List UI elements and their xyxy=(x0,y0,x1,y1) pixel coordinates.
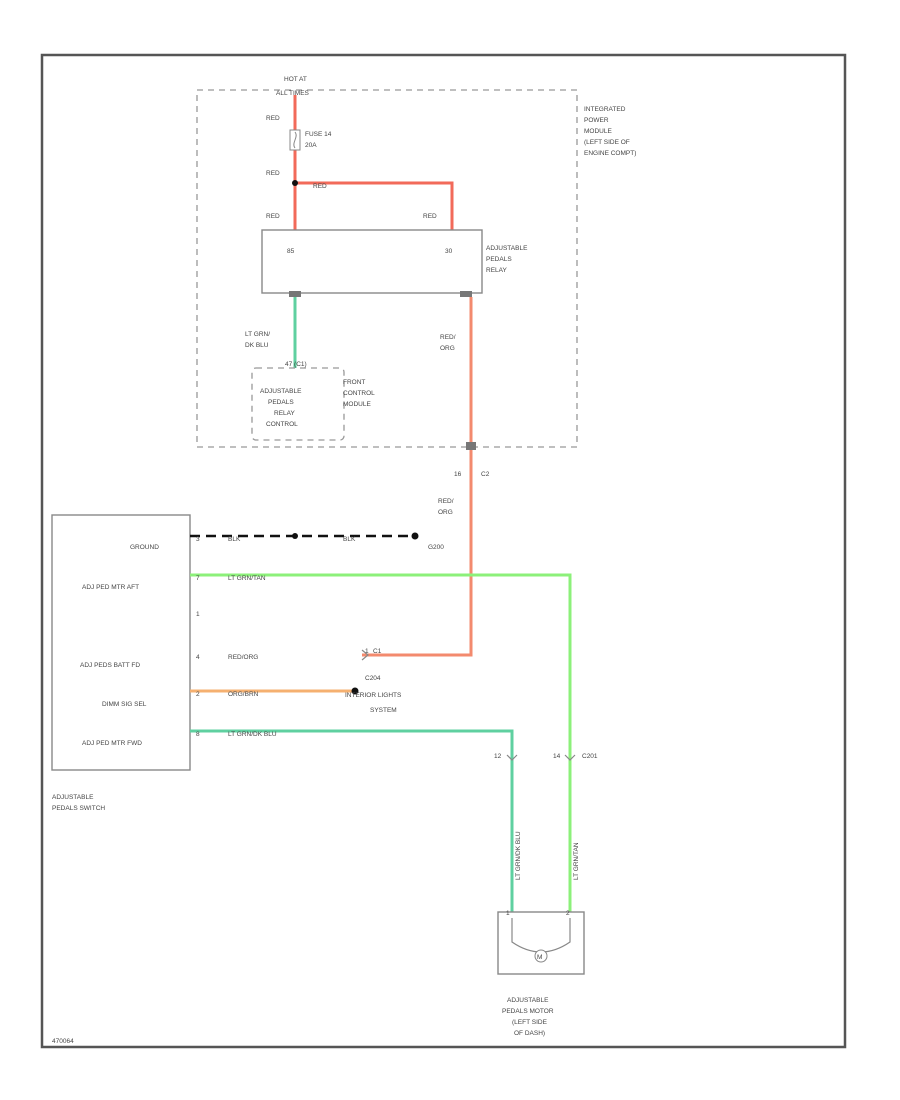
switch-label-2: PEDALS SWITCH xyxy=(52,805,105,812)
motor-pin-1: 1 xyxy=(506,910,510,917)
hot-at-label-2: ALL TIMES xyxy=(276,90,310,97)
wire-ltgrn-label-1: LT GRN/ xyxy=(245,331,270,338)
switch-c204: C204 xyxy=(365,675,381,682)
fcm-label-2: CONTROL xyxy=(343,390,375,397)
ipm-label-5: ENGINE COMPT) xyxy=(584,150,636,157)
c1-marker xyxy=(361,649,369,661)
splice-dot-ipm xyxy=(292,180,298,186)
ipm-label-3: MODULE xyxy=(584,128,612,135)
interior-lights-1: INTERIOR LIGHTS xyxy=(345,692,402,699)
motor-wire-left-label: LT GRN/DK BLU xyxy=(515,831,522,880)
wire-redorg-label-2: ORG xyxy=(440,345,455,352)
switch-row-ground-pin: 3 xyxy=(196,536,200,543)
ipm-label-4: (LEFT SIDE OF xyxy=(584,139,630,146)
relay-box xyxy=(261,229,483,294)
switch-row-dimm-name: DIMM SIG SEL xyxy=(102,701,147,708)
wire-label-red-3: RED xyxy=(313,183,327,190)
wire-ltgrn-label-2: DK BLU xyxy=(245,342,269,349)
motor-wire-right-label: LT GRN/TAN xyxy=(573,842,580,880)
switch-row-fwd-pin: 8 xyxy=(196,731,200,738)
fcm-label-3: MODULE xyxy=(343,401,371,408)
fuse-symbol xyxy=(289,129,301,151)
fcm-inner-1: ADJUSTABLE xyxy=(260,388,302,395)
motor-label-1: ADJUSTABLE xyxy=(507,997,549,1004)
switch-row-dimm-wire: ORG/BRN xyxy=(228,691,259,698)
switch-row-ground-name: GROUND xyxy=(130,544,159,551)
c201-marker xyxy=(564,754,576,761)
wire-redorg-label-1: RED/ xyxy=(440,334,456,341)
motor-label-3: (LEFT SIDE xyxy=(512,1019,548,1026)
motor-label-4: OF DASH) xyxy=(514,1030,545,1037)
hot-at-label-1: HOT AT xyxy=(284,76,307,83)
fuse-label-2: 20A xyxy=(305,142,317,149)
relay-label-2: PEDALS xyxy=(486,256,512,263)
wire-label-red-5: RED xyxy=(423,213,437,220)
figure-id: 470064 xyxy=(52,1038,74,1045)
ipm-label-2: POWER xyxy=(584,117,609,124)
ground-wire xyxy=(190,532,419,540)
fcm-inner-2: PEDALS xyxy=(268,399,294,406)
switch-row-1-pin: 1 xyxy=(196,611,200,618)
motor-icon xyxy=(534,949,548,963)
switch-row-batt-pin: 4 xyxy=(196,654,200,661)
c2-connector-mark xyxy=(466,442,476,450)
fcm-inner-3: RELAY xyxy=(274,410,295,417)
switch-row-aft-pin: 7 xyxy=(196,575,200,582)
switch-c1-name: C1 xyxy=(373,648,382,655)
relay-pin-85-terminal xyxy=(289,291,301,297)
switch-box xyxy=(51,514,191,771)
motor-box xyxy=(497,911,585,975)
switch-row-dimm-pin: 2 xyxy=(196,691,200,698)
switch-ground-wire2: BLK xyxy=(343,536,356,543)
c12-marker xyxy=(506,754,518,761)
fcm-inner-4: CONTROL xyxy=(266,421,298,428)
relay-pin-30-terminal xyxy=(460,291,472,297)
motor-label-2: PEDALS MOTOR xyxy=(502,1008,554,1015)
switch-row-fwd-wire: LT GRN/DK BLU xyxy=(228,731,277,738)
c2-name: C2 xyxy=(481,471,490,478)
switch-row-ground-wire: BLK xyxy=(228,536,241,543)
relay-pin-85: 85 xyxy=(287,248,295,255)
ipm-dashed-box xyxy=(196,89,578,448)
motor-symbol: M xyxy=(537,954,542,961)
switch-row-fwd-name: ADJ PED MTR FWD xyxy=(82,740,142,747)
interior-lights-2: SYSTEM xyxy=(370,707,397,714)
c2-wire-1: RED/ xyxy=(438,498,454,505)
c2-wire-2: ORG xyxy=(438,509,453,516)
interior-lights-dot xyxy=(351,687,359,695)
switch-label-1: ADJUSTABLE xyxy=(52,794,94,801)
fcm-dashed-box xyxy=(251,367,345,441)
switch-row-aft-wire: LT GRN/TAN xyxy=(228,575,266,582)
red-wires xyxy=(293,95,454,230)
switch-row-aft-name: ADJ PED MTR AFT xyxy=(82,584,139,591)
switch-row-batt-name: ADJ PEDS BATT FD xyxy=(80,662,140,669)
relay-label-1: ADJUSTABLE xyxy=(486,245,528,252)
c2-pin: 16 xyxy=(454,471,462,478)
fuse-label-1: FUSE 14 xyxy=(305,131,332,138)
wire-ltgrn-dkblu-motor xyxy=(190,729,514,912)
wire-ltgrn-tan xyxy=(190,573,572,912)
motor-right-conn: 14 xyxy=(553,753,561,760)
wire-label-red-4: RED xyxy=(266,213,280,220)
motor-left-conn: 12 xyxy=(494,753,502,760)
wire-label-red-2: RED xyxy=(266,170,280,177)
fcm-label-1: FRONT xyxy=(343,379,365,386)
ipm-label-1: INTEGRATED xyxy=(584,106,626,113)
motor-right-conn-name: C201 xyxy=(582,753,598,760)
switch-ground-ref: G200 xyxy=(428,544,444,551)
motor-pin-2: 2 xyxy=(566,910,570,917)
wire-red-org xyxy=(362,297,473,657)
switch-row-batt-wire: RED/ORG xyxy=(228,654,258,661)
wire-red-branch xyxy=(295,181,454,230)
wire-label-red-1: RED xyxy=(266,115,280,122)
fcm-pin-ref: 47 (C1) xyxy=(285,361,307,368)
relay-label-3: RELAY xyxy=(486,267,507,274)
relay-pin-30: 30 xyxy=(445,248,453,255)
switch-c1-pin: 1 xyxy=(365,648,369,655)
